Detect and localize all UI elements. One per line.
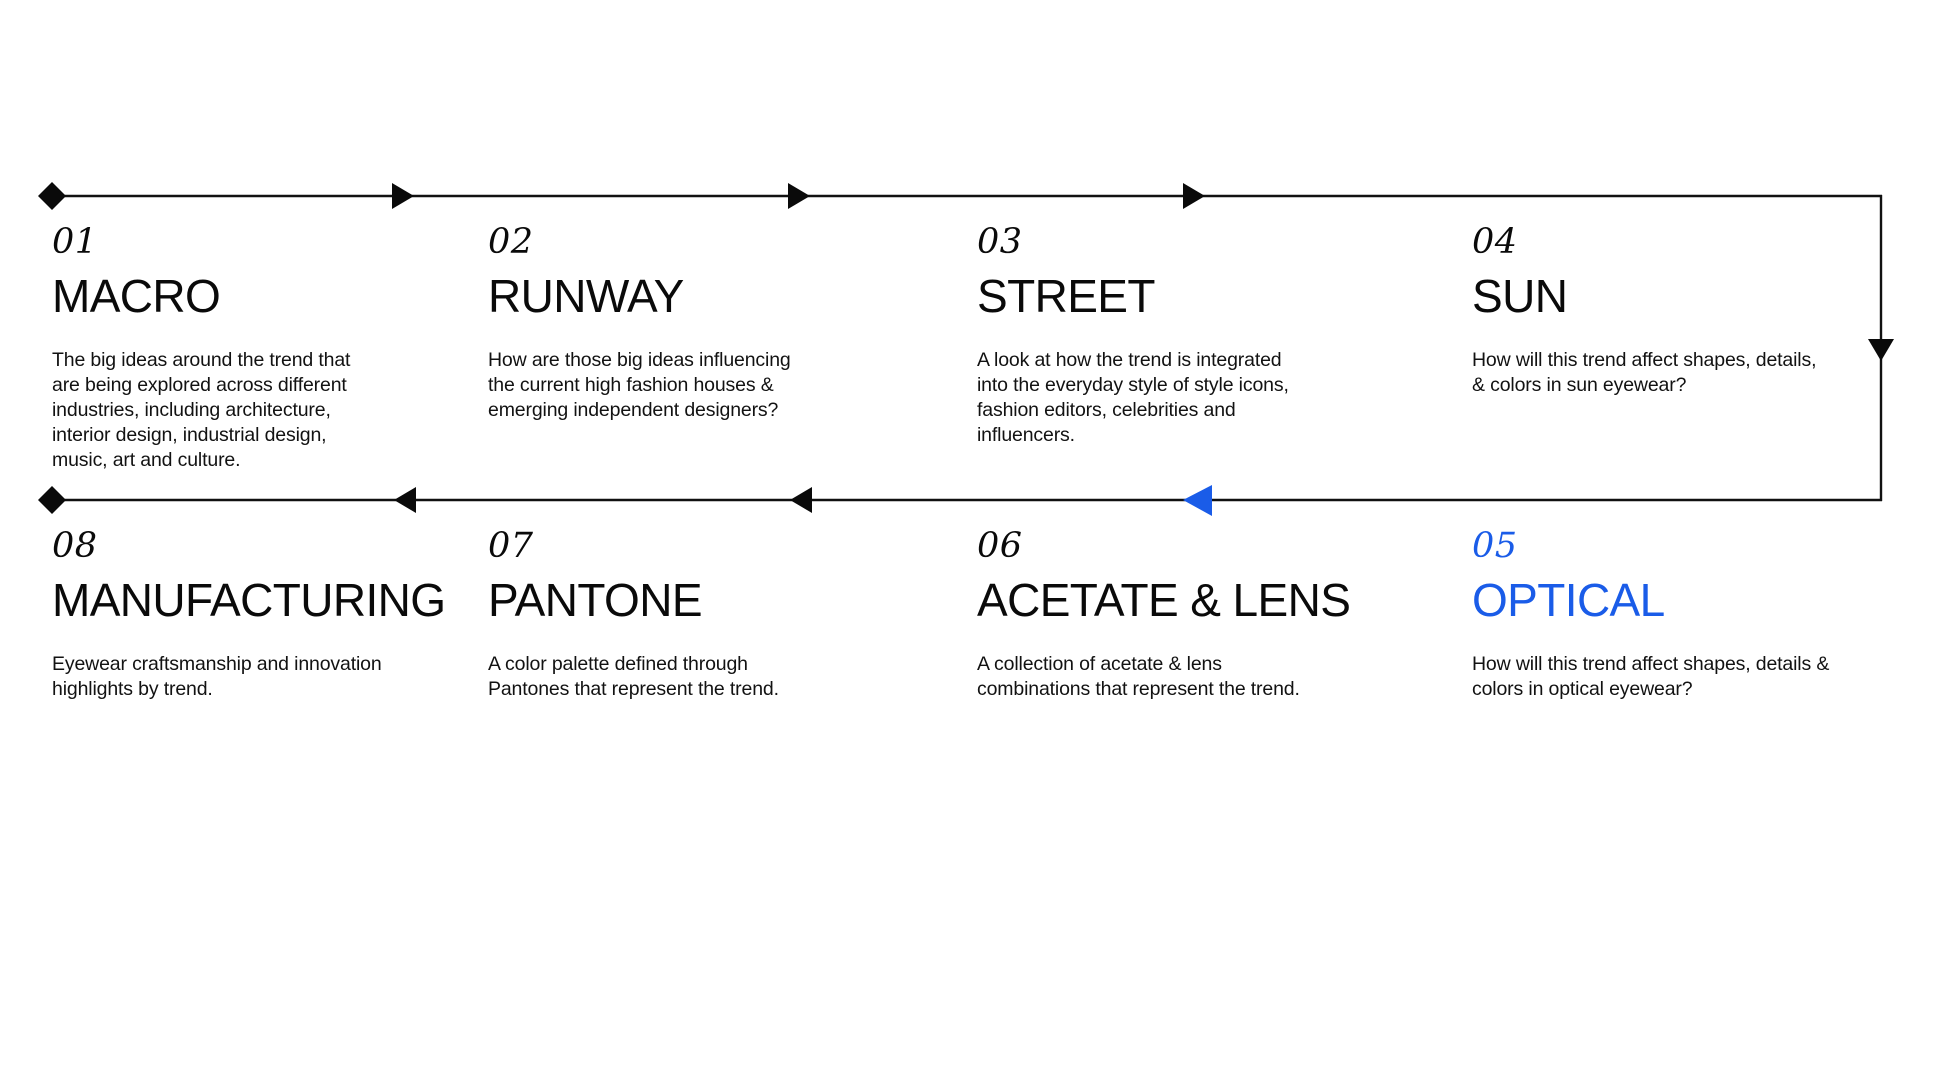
step-description: The big ideas around the trend that are …	[52, 348, 351, 471]
step-description: How are those big ideas influencing the …	[488, 348, 791, 421]
step-description: A look at how the trend is integrated in…	[977, 348, 1289, 446]
flow-step-03[interactable]: 03 STREET A look at how the trend is int…	[977, 196, 1372, 448]
step-title: STREET	[977, 270, 1155, 322]
step-number: 07	[488, 526, 534, 566]
flow-step-05[interactable]: 05 OPTICAL How will this trend affect sh…	[1472, 500, 1936, 702]
step-title: OPTICAL	[1472, 574, 1665, 626]
step-description: A color palette defined through Pantones…	[488, 652, 779, 700]
flow-step-06[interactable]: 06 ACETATE & LENS A collection of acetat…	[977, 500, 1447, 702]
step-number: 03	[977, 222, 1023, 262]
step-title: ACETATE & LENS	[977, 574, 1351, 626]
step-number: 05	[1472, 526, 1518, 566]
step-title: MACRO	[52, 270, 221, 322]
flow-step-02[interactable]: 02 RUNWAY How are those big ideas influe…	[488, 196, 883, 423]
step-description: How will this trend affect shapes, detai…	[1472, 348, 1817, 396]
step-title: RUNWAY	[488, 270, 684, 322]
flow-step-04[interactable]: 04 SUN How will this trend affect shapes…	[1472, 196, 1936, 398]
flow-step-07[interactable]: 07 PANTONE A color palette defined throu…	[488, 500, 883, 702]
flow-step-01[interactable]: 01 MACRO The big ideas around the trend …	[52, 196, 447, 473]
step-title: PANTONE	[488, 574, 703, 626]
step-number: 06	[977, 526, 1023, 566]
flow-step-08[interactable]: 08 MANUFACTURING Eyewear craftsmanship a…	[52, 500, 522, 702]
step-number: 08	[52, 526, 98, 566]
step-number: 02	[488, 222, 534, 262]
step-number: 04	[1472, 222, 1518, 262]
step-title: MANUFACTURING	[52, 574, 446, 626]
step-title: SUN	[1472, 270, 1568, 322]
step-description: How will this trend affect shapes, detai…	[1472, 652, 1830, 700]
step-description: A collection of acetate & lens combinati…	[977, 652, 1300, 700]
step-number: 01	[52, 222, 98, 262]
step-description: Eyewear craftsmanship and innovation hig…	[52, 652, 382, 700]
